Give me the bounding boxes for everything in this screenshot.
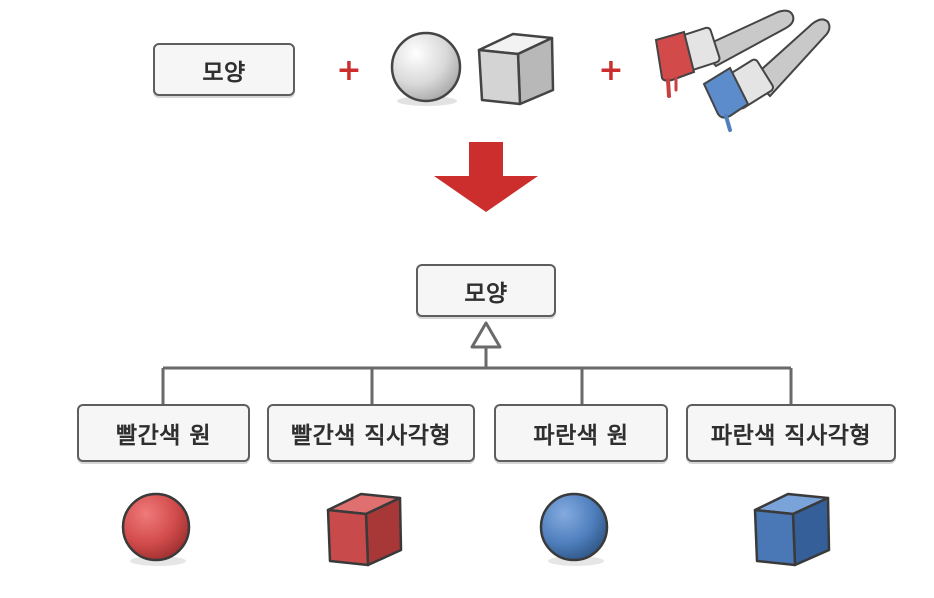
inheritance-triangle-icon [470,321,502,349]
shape-box-top: 모양 [153,43,295,96]
child-box-blue-rectangle: 파란색 직사각형 [686,404,896,462]
child-label: 빨간색 직사각형 [290,423,452,449]
child-box-red-rectangle: 빨간색 직사각형 [267,404,475,462]
blue-cube-icon [753,492,831,567]
child-box-blue-circle: 파란색 원 [494,404,668,462]
cube-icon [477,32,555,106]
child-label: 파란색 직사각형 [710,423,872,449]
blue-paintbrush-icon [702,18,831,132]
plus-sign-1: + [336,53,362,88]
parent-shape-box: 모양 [416,264,556,317]
red-sphere-icon [121,492,191,566]
plus-sign-2: + [598,53,624,88]
child-box-red-circle: 빨간색 원 [77,404,250,462]
parent-shape-label: 모양 [464,280,508,307]
down-arrow-icon [434,142,538,212]
child-label: 파란색 원 [533,423,629,449]
sphere-icon [390,31,462,106]
inheritance-connectors [161,346,793,404]
shape-box-top-label: 모양 [202,59,246,86]
red-cube-icon [326,492,403,567]
blue-sphere-icon [539,492,609,566]
red-paintbrush-icon [654,9,795,98]
child-label: 빨간색 원 [115,423,212,449]
